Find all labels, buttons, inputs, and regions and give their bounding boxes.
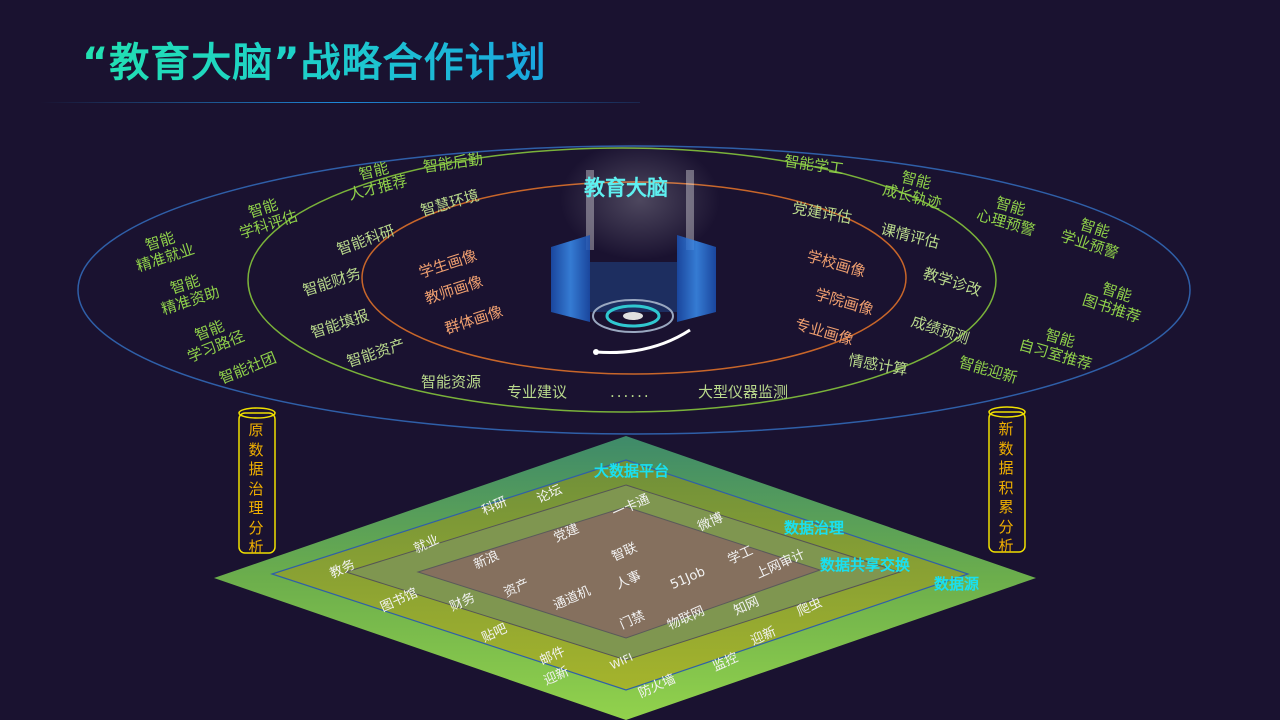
middle-label-6: 专业建议 [507,383,568,401]
title-underline [40,102,640,103]
cylinder-new-data: 新数据积累分析 [988,406,1026,555]
layer-label-source: 数据源 [934,575,980,593]
layer-label-platform: 大数据平台 [594,462,670,480]
middle-label-7: 大型仪器监测 [698,383,789,401]
middle-label-5: 智能资源 [421,373,482,391]
brain-graphic [551,140,720,355]
layer-label-exchange: 数据共享交换 [820,556,911,574]
page-title: “教育大脑”战略合作计划 [82,30,547,88]
middle-dots: ...... [610,383,651,401]
brain-label: 教育大脑 [584,176,668,200]
layer-core [416,506,822,639]
cylinder-raw-data: 原数据治理分析 [238,407,276,556]
layer-label-governance: 数据治理 [784,519,845,537]
